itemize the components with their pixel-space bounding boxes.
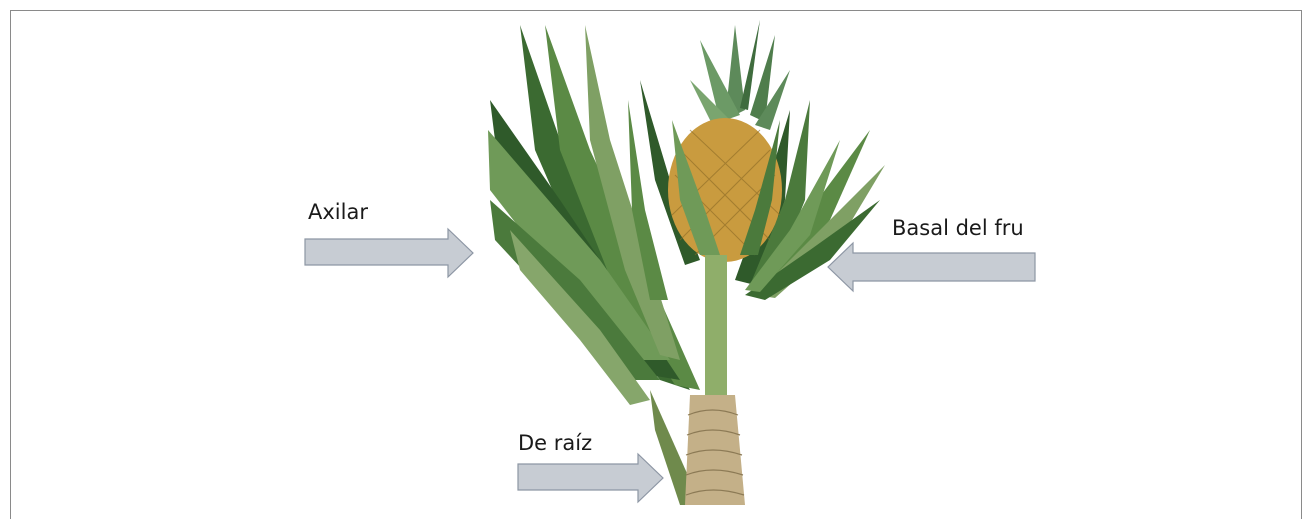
arrow-left-icon (828, 243, 1035, 291)
label-axilar: Axilar (308, 200, 368, 224)
pineapple-crown (690, 20, 790, 130)
pineapple-stem (705, 255, 727, 395)
label-root: De raíz (518, 431, 592, 455)
label-basal-fruit: Basal del fru (892, 216, 1036, 240)
arrow-right-icon (305, 229, 473, 277)
arrow-right-icon (518, 454, 663, 502)
